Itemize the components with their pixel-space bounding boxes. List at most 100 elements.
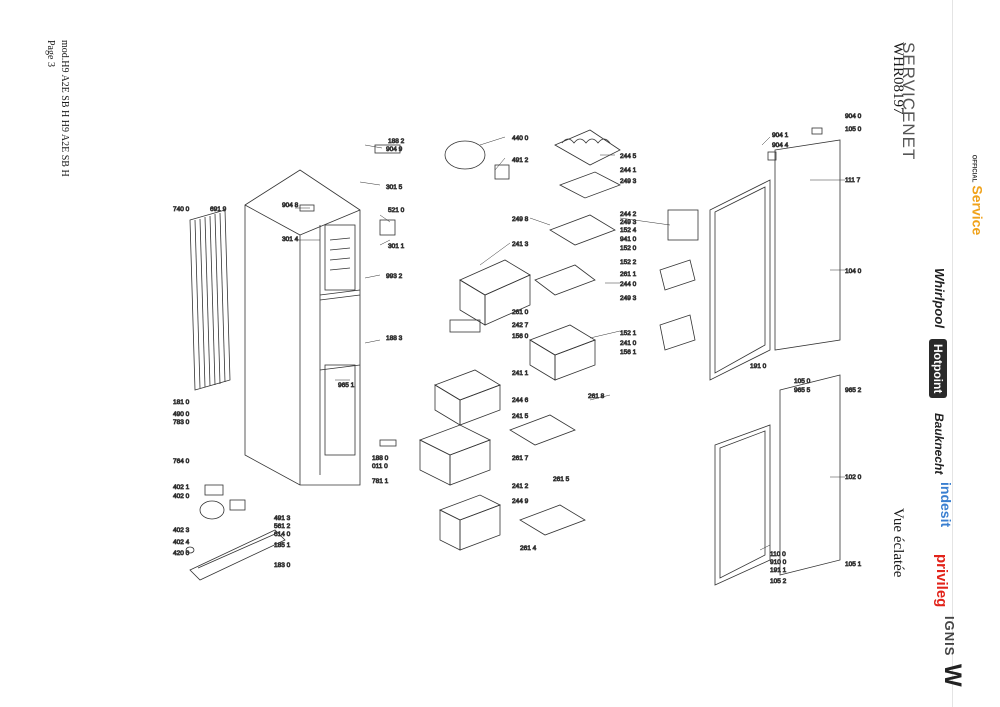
part-label: 491 3 xyxy=(274,515,291,522)
part-label: 249 8 xyxy=(512,216,529,223)
model-line: mod.H9 A2E SB H H9 A2E SB H xyxy=(59,40,70,177)
part-label: 402 1 xyxy=(173,484,190,491)
part-label: 561 2 xyxy=(274,523,291,530)
part-label: 402 0 xyxy=(173,493,190,500)
part-label: 011 0 xyxy=(372,463,388,470)
bottom-door xyxy=(714,374,841,586)
part-label: 993 2 xyxy=(386,273,403,280)
part-label: 420 0 xyxy=(173,550,190,557)
part-label: 691 9 xyxy=(210,206,227,213)
part-label: 249 3 xyxy=(620,178,637,185)
part-label: 740 0 xyxy=(173,206,190,213)
part-label: 904 0 xyxy=(845,113,862,120)
part-label: 261 5 xyxy=(553,476,570,483)
part-label: 242 7 xyxy=(512,322,529,329)
ignis-logo: IGNIS xyxy=(941,615,957,656)
part-label: 241 5 xyxy=(512,413,529,420)
part-label: 490 0 xyxy=(173,411,190,418)
part-label: 244 6 xyxy=(512,397,529,404)
part-label: 181 0 xyxy=(173,399,190,406)
indesit-logo: indesit xyxy=(938,482,955,528)
small-fittings xyxy=(299,127,823,447)
part-label: 261 7 xyxy=(512,455,529,462)
part-label: 241 3 xyxy=(512,241,529,248)
part-label: 152 0 xyxy=(620,245,637,252)
part-label: 249 3 xyxy=(620,219,637,226)
leader-lines xyxy=(295,136,845,551)
part-label: 105 2 xyxy=(770,578,787,585)
part-label: 965 2 xyxy=(845,387,862,394)
official-service-logo: OFFICIAL Service xyxy=(969,154,985,236)
part-label: 102 0 xyxy=(845,474,862,481)
part-label: 156 0 xyxy=(512,333,529,340)
door-balconies xyxy=(449,209,699,351)
part-label: 910 0 xyxy=(770,559,787,566)
part-label: 261 1 xyxy=(620,271,637,278)
servicenet-logo: SERVICENET xyxy=(898,42,918,161)
part-label: 105 0 xyxy=(794,378,811,385)
part-label: 191 0 xyxy=(750,363,767,370)
part-label: 261 8 xyxy=(588,393,605,400)
part-label: 244 1 xyxy=(620,167,637,174)
part-label: 111 7 xyxy=(845,177,861,184)
exploded-view-diagram: 188 2 904 9 301 5 904 8 301 4 521 0 301 … xyxy=(173,113,862,586)
part-label: 241 0 xyxy=(620,340,637,347)
part-label: 261 4 xyxy=(520,545,537,552)
part-label: 152 2 xyxy=(620,259,637,266)
part-label: 188 0 xyxy=(372,455,389,462)
part-label: 244 9 xyxy=(512,498,529,505)
part-label: 110 0 xyxy=(770,551,786,558)
part-label: 904 4 xyxy=(772,142,789,149)
part-label: 183 0 xyxy=(274,562,291,569)
part-label: 301 5 xyxy=(386,184,403,191)
privileg-logo: privileg xyxy=(933,553,951,607)
part-label: 261 0 xyxy=(512,309,529,316)
part-label: 491 2 xyxy=(512,157,529,164)
cabinet-body xyxy=(244,169,361,486)
part-label: 156 1 xyxy=(620,349,637,356)
part-label: 783 0 xyxy=(173,419,190,426)
bottle-rack xyxy=(554,129,621,166)
part-label: 188 2 xyxy=(388,138,405,145)
part-label: 965 1 xyxy=(338,382,355,389)
part-label: 764 0 xyxy=(173,458,190,465)
part-label: 781 1 xyxy=(372,478,389,485)
part-label: 965 5 xyxy=(794,387,811,394)
part-label: 614 0 xyxy=(274,531,291,538)
vegetable-drawers xyxy=(419,259,596,551)
part-label: 521 0 xyxy=(388,207,405,214)
part-label: 188 3 xyxy=(386,335,403,342)
part-label: 152 1 xyxy=(620,330,637,337)
part-label: 191 1 xyxy=(770,567,787,574)
part-label: 105 0 xyxy=(845,126,862,133)
part-label: 244 2 xyxy=(620,211,637,218)
part-label: 244 0 xyxy=(620,281,637,288)
brand-sidebar: SERVICENET OFFICIAL Service Whirlpool Ho… xyxy=(898,0,1000,707)
compressor-group xyxy=(185,484,286,581)
page-label: Page 3 xyxy=(45,40,56,67)
part-label: 402 4 xyxy=(173,539,190,546)
part-label: 904 1 xyxy=(772,132,789,139)
part-label: 904 9 xyxy=(386,146,403,153)
part-label: 105 1 xyxy=(845,561,862,568)
part-label: 440 0 xyxy=(512,135,529,142)
w-logo: W xyxy=(938,664,966,687)
part-label: 241 1 xyxy=(512,370,529,377)
part-label: 185 1 xyxy=(274,542,291,549)
section-title: Vue éclatée xyxy=(890,508,906,578)
part-label: 152 4 xyxy=(620,227,637,234)
part-label: 244 5 xyxy=(620,153,637,160)
bauknecht-logo: Bauknecht xyxy=(932,413,947,475)
part-label: 402 3 xyxy=(173,527,190,534)
part-label: 104 0 xyxy=(845,268,862,275)
whirlpool-logo: Whirlpool xyxy=(932,267,948,328)
top-door xyxy=(709,139,841,381)
condenser-coil xyxy=(189,209,231,391)
part-label: 301 1 xyxy=(388,243,405,250)
part-label: 241 2 xyxy=(512,483,529,490)
part-label: 941 0 xyxy=(620,236,637,243)
hotpoint-logo: Hotpoint xyxy=(929,318,1000,399)
part-label: 904 8 xyxy=(282,202,299,209)
part-label: 249 3 xyxy=(620,295,637,302)
